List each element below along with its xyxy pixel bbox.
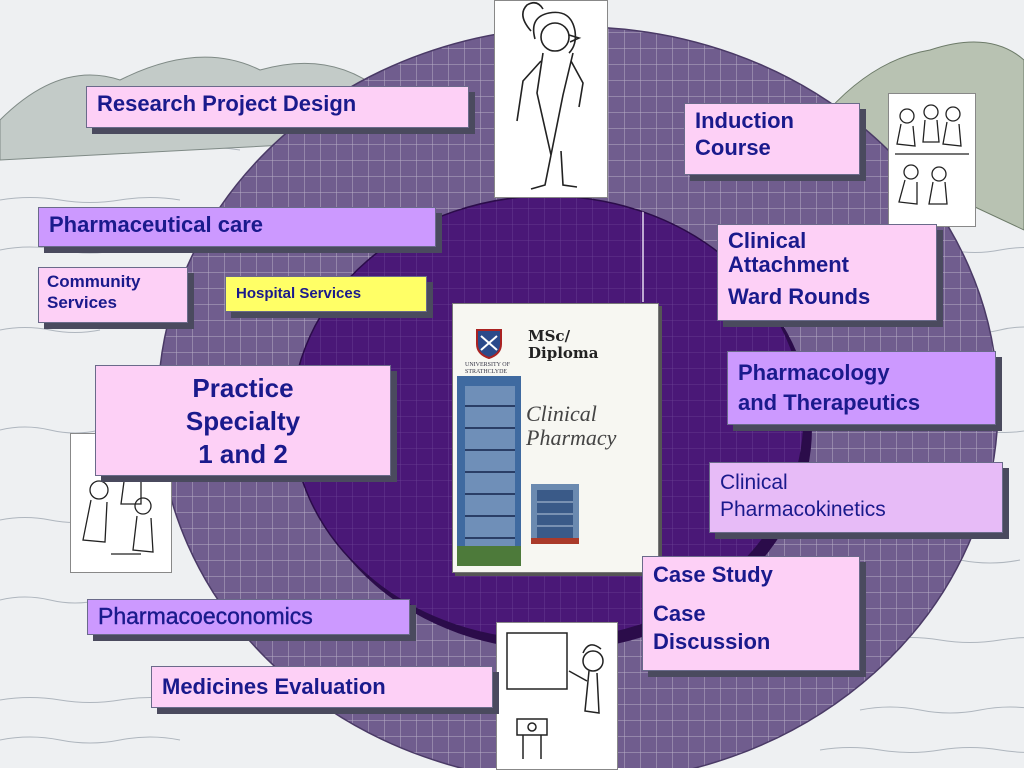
presenter-sketch: [496, 622, 618, 770]
attachment-label: Attachment: [728, 252, 850, 278]
pharmaceutical-care-box: Pharmaceutical care: [38, 207, 436, 247]
clinical-label: Clinical: [728, 228, 807, 253]
practice-specialty-box: Practice Specialty 1 and 2: [95, 365, 391, 476]
pk-clinical-label: Clinical: [720, 471, 788, 494]
case-study-box: Case Study Case Discussion: [642, 556, 860, 671]
induction-course-box: Induction Course: [684, 103, 860, 175]
clinical-attachment-box: Clinical Attachment Ward Rounds: [717, 224, 937, 321]
pharmacology-label: Pharmacology: [738, 360, 890, 385]
pharmaceutical-care-label: Pharmaceutical care: [49, 212, 264, 237]
book-title: MSc/ Diploma: [528, 327, 599, 363]
course-label: Course: [695, 134, 771, 160]
group-meeting-sketch: [888, 93, 976, 227]
scientist-sketch: [494, 0, 608, 198]
case-label: Case: [653, 601, 706, 627]
medicines-evaluation-box: Medicines Evaluation: [151, 666, 493, 708]
specialty-label: Specialty: [185, 405, 301, 436]
therapeutics-label: and Therapeutics: [738, 389, 921, 415]
hospital-services-label: Hospital Services: [236, 285, 362, 302]
book-subtitle: Clinical Pharmacy: [526, 401, 617, 450]
services-label: Services: [47, 292, 117, 312]
building-photo-2: [531, 484, 579, 544]
induction-label: Induction: [695, 108, 794, 133]
medicines-evaluation-label: Medicines Evaluation: [162, 674, 386, 699]
community-services-box: Community Services: [38, 267, 188, 323]
building-photo-1: [457, 376, 521, 566]
pharmacoeconomics-label: Pharmacoeconomics: [98, 603, 313, 629]
university-crest-icon: [476, 329, 502, 360]
discussion-label: Discussion: [653, 628, 771, 654]
pharmacoeconomics-box: Pharmacoeconomics: [87, 599, 410, 635]
community-label: Community: [47, 272, 141, 291]
practice-label: Practice: [192, 373, 294, 403]
pharmacokinetics-label: Pharmacokinetics: [720, 498, 886, 522]
clinical-pharmacokinetics-box: Clinical Pharmacokinetics: [709, 462, 1003, 533]
research-project-design-label: Research Project Design: [97, 91, 357, 116]
research-project-design-box: Research Project Design: [86, 86, 469, 128]
pharmacology-therapeutics-box: Pharmacology and Therapeutics: [727, 351, 996, 425]
case-study-label: Case Study: [653, 562, 773, 587]
hospital-services-box: Hospital Services: [225, 276, 427, 312]
one-and-two-label: 1 and 2: [198, 438, 288, 469]
ward-rounds-label: Ward Rounds: [728, 284, 871, 310]
